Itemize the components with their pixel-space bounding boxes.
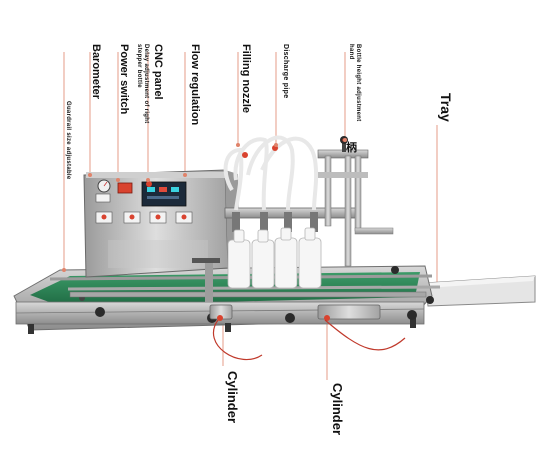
bottle-height-stand: [317, 136, 394, 267]
label-flow-regulation: Flow regulation: [189, 44, 201, 126]
label-cnc-panel: CNC panel: [152, 44, 164, 100]
label-delay-line2: stepper bottle: [136, 44, 142, 88]
label-handle-mark: 柄: [346, 141, 357, 154]
leader-lines: [63, 52, 438, 380]
leader-dots: [62, 138, 347, 272]
label-discharge-pipe: Discharge pipe: [282, 44, 289, 99]
label-bottle-height-line1: Bottle height adjustment: [355, 44, 361, 122]
main-cabinet: [83, 169, 240, 278]
filling-nozzles: [223, 135, 361, 232]
label-bottle-height-line2: hand: [348, 44, 354, 60]
conveyor: [13, 265, 441, 334]
label-guardrail: Guardrail size adjustable: [65, 101, 71, 180]
label-cylinder-left: Cylinder: [225, 371, 240, 424]
power-switch: [117, 182, 133, 194]
label-delay-line1: Delay adjustment of right: [143, 44, 149, 124]
label-tray: Tray: [438, 93, 454, 122]
cylinders: [209, 304, 406, 361]
label-barometer: Barometer: [90, 44, 102, 100]
label-cylinder-right: Cylinder: [330, 383, 345, 436]
label-power-switch: Power switch: [118, 44, 130, 115]
label-filling-nozzle: Filling nozzle: [240, 44, 252, 114]
bottles: [227, 227, 322, 289]
